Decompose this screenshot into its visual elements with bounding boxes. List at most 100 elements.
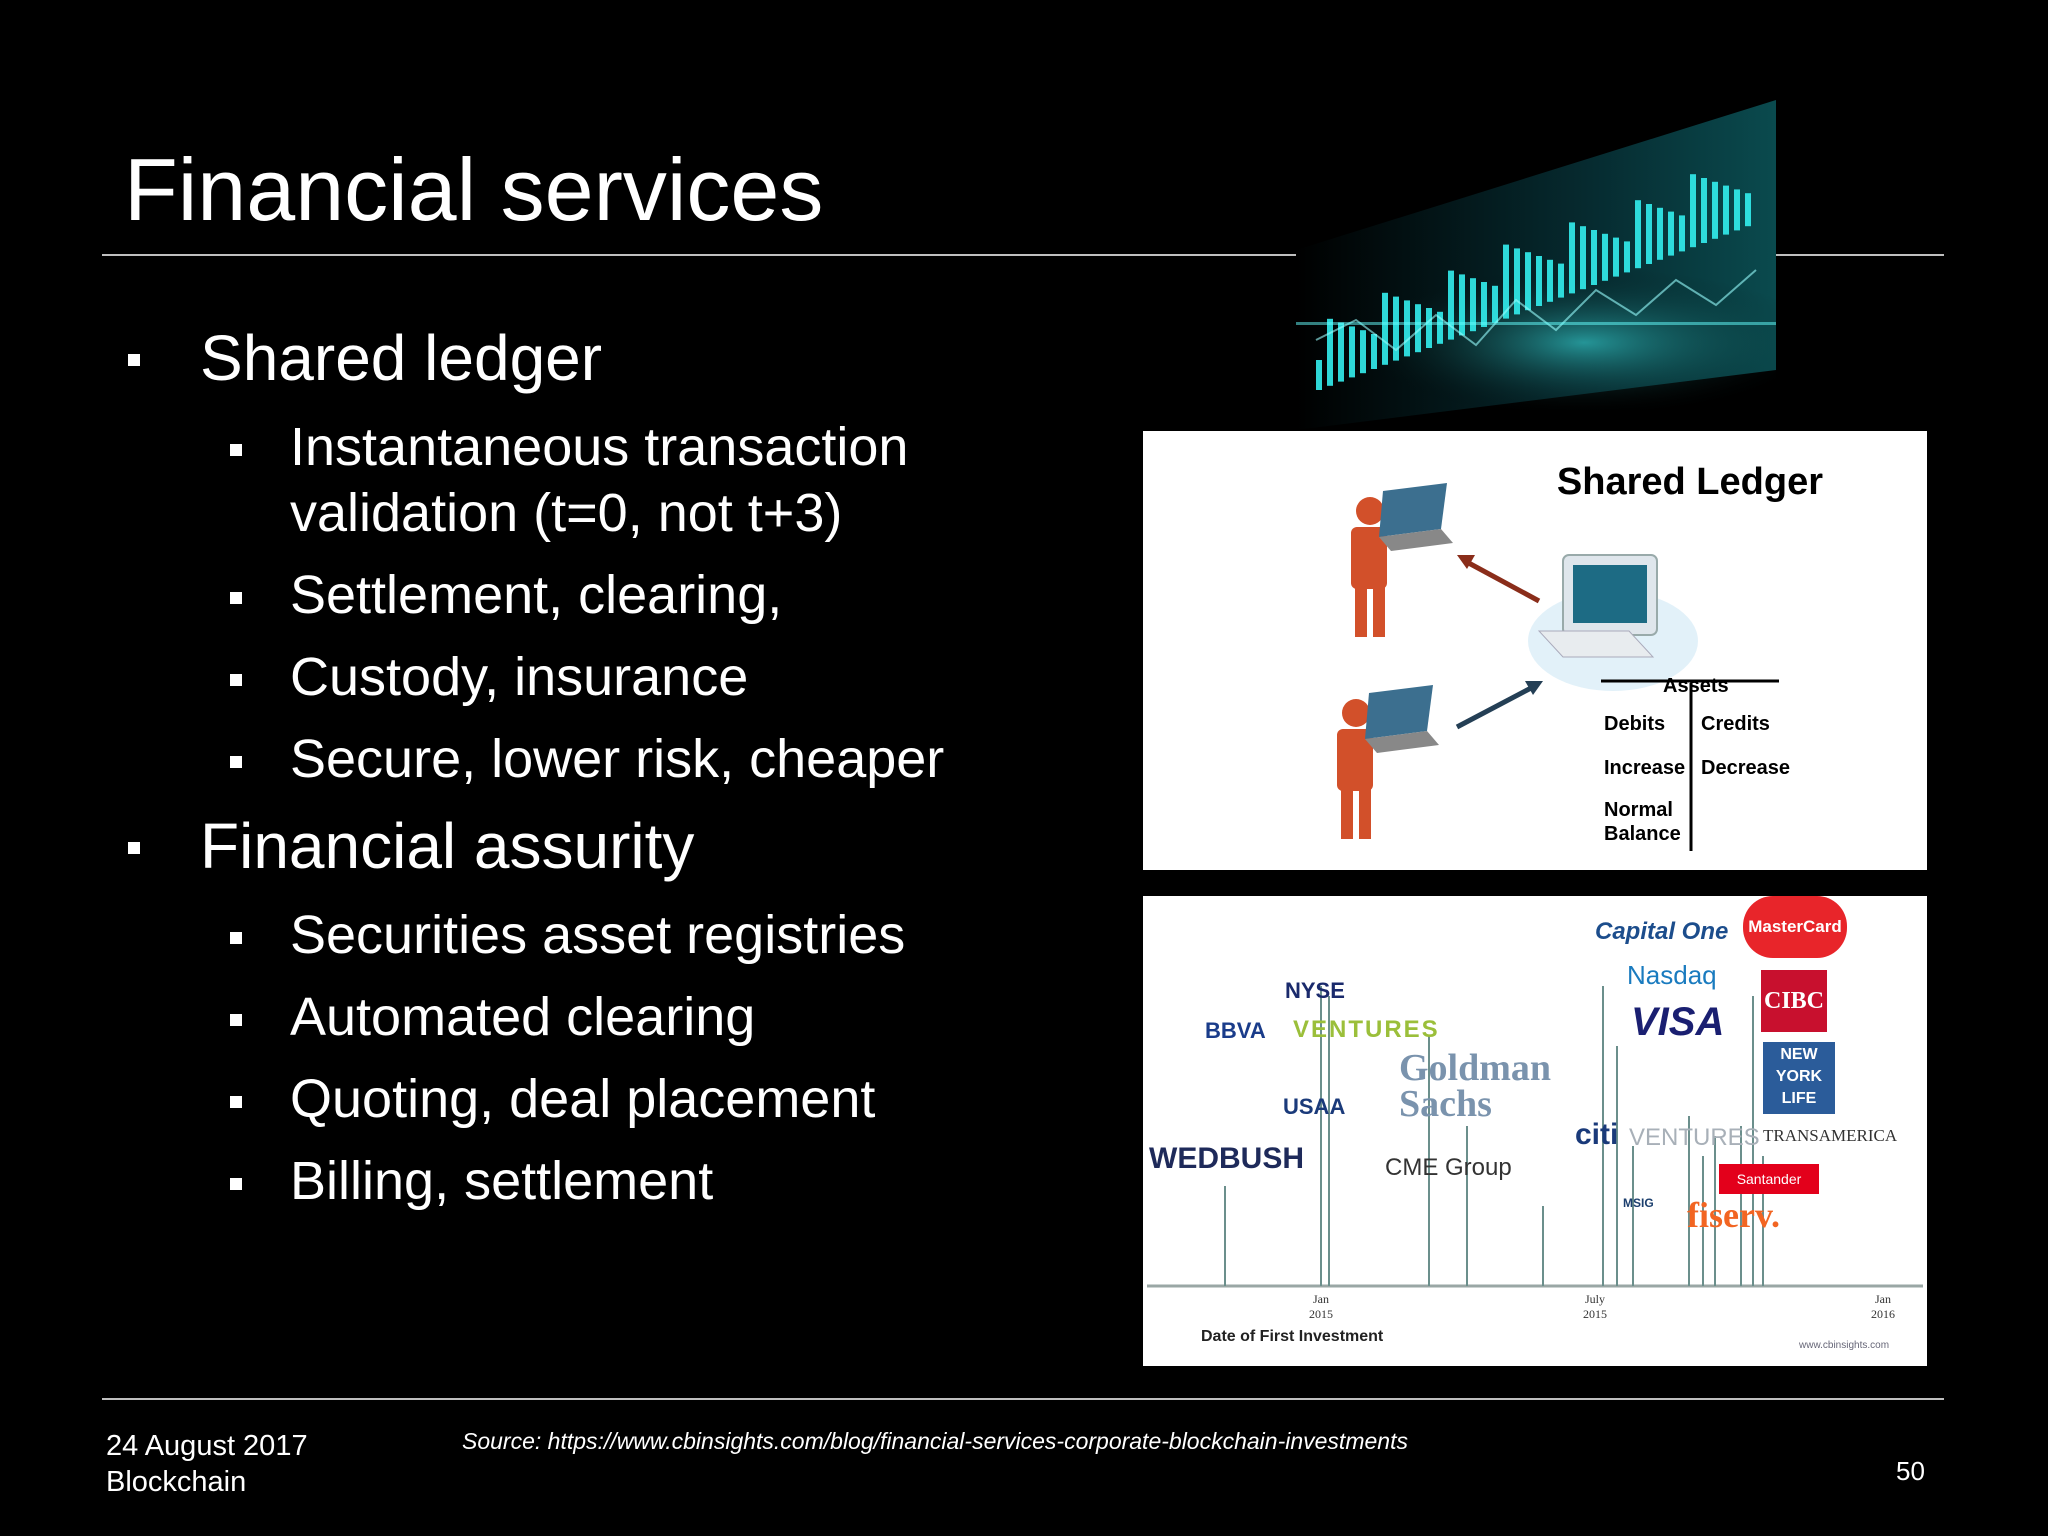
account-decrease: Decrease: [1701, 757, 1790, 779]
account-debits: Debits: [1604, 713, 1666, 735]
nasdaq-logo: Nasdaq: [1627, 960, 1717, 990]
cibc-logo: CIBC: [1761, 970, 1827, 1032]
candle-bar: [1470, 278, 1476, 332]
candle-bar: [1349, 326, 1355, 378]
account-balance: Balance: [1604, 823, 1681, 845]
candle-bar: [1481, 282, 1487, 327]
person-laptop-icon: [1337, 685, 1439, 839]
candle-bar: [1415, 304, 1421, 353]
candle-bar: [1679, 215, 1685, 252]
trend-line: [1315, 269, 1757, 352]
candle-bar: [1514, 248, 1520, 315]
footer-date-topic: 24 August 2017 Blockchain: [106, 1428, 308, 1500]
footer-date: 24 August 2017: [106, 1430, 308, 1462]
account-normal: Normal: [1604, 799, 1673, 821]
account-header: Assets: [1663, 675, 1729, 697]
investor-timeline-figure: NYSE BBVA VENTURES USAA Goldman Sachs WE…: [1143, 896, 1927, 1366]
candle-bar: [1569, 222, 1575, 294]
candle-bar: [1635, 200, 1641, 269]
citi-ventures-logo: VENTURES: [1629, 1124, 1760, 1151]
candle-bar: [1437, 311, 1443, 344]
computer-icon: [1528, 554, 1698, 691]
bbva-logo: BBVA: [1205, 1018, 1266, 1043]
source-citation: Source: https://www.cbinsights.com/blog/…: [462, 1428, 1408, 1454]
sub-bullet: Instantaneous transaction validation (t=…: [124, 414, 930, 546]
nyse-logo: NYSE: [1285, 978, 1345, 1003]
shared-ledger-figure: Shared Ledger: [1143, 431, 1927, 870]
candle-bar: [1723, 185, 1729, 235]
footer-divider: [102, 1398, 1944, 1400]
ventures-logo: VENTURES: [1293, 1016, 1440, 1043]
candle-bar: [1646, 204, 1652, 264]
candle-bar: [1338, 322, 1344, 382]
sub-bullet: Secure, lower risk, cheaper: [124, 726, 1124, 792]
arrow-icon: [1463, 558, 1541, 604]
usaa-logo: USAA: [1283, 1094, 1346, 1119]
wedbush-logo: WEDBUSH: [1149, 1142, 1304, 1175]
arrow-icon: [1455, 684, 1535, 730]
candle-bar: [1580, 226, 1586, 290]
bullet-shared-ledger: Shared ledger: [124, 320, 1124, 396]
sub-bullet: Securities asset registries: [124, 902, 1124, 968]
sub-bullet: Settlement, clearing,: [124, 562, 1124, 628]
candle-bar: [1492, 285, 1498, 323]
candle-bar: [1734, 189, 1740, 231]
candle-bar: [1525, 252, 1531, 311]
bullet-financial-assurity: Financial assurity: [124, 808, 1124, 884]
visa-logo: VISA: [1631, 1000, 1725, 1044]
ledger-illustration: [1337, 483, 1779, 851]
candle-bar: [1536, 256, 1542, 306]
candle-bar: [1393, 296, 1399, 361]
candle-bar: [1591, 230, 1597, 285]
account-increase: Increase: [1604, 757, 1686, 779]
goldman-logo: Goldman: [1399, 1047, 1552, 1089]
citi-logo: citi: [1575, 1118, 1619, 1151]
sub-bullet: Automated clearing: [124, 984, 1124, 1050]
mastercard-logo: MasterCard: [1743, 896, 1847, 958]
candle-bar: [1448, 270, 1454, 340]
axis-label: Date of First Investment: [1201, 1328, 1384, 1345]
candle-bar: [1360, 330, 1366, 374]
page-number: 50: [1896, 1456, 1925, 1486]
candle-bar: [1668, 211, 1674, 256]
sachs-logo: Sachs: [1399, 1083, 1492, 1125]
ledger-figure-title: Shared Ledger: [1556, 461, 1823, 503]
candle-bar: [1745, 193, 1751, 227]
sub-bullet: Custody, insurance: [124, 644, 1124, 710]
candle-bar: [1426, 308, 1432, 348]
slide-title: Financial services: [124, 140, 824, 239]
fiserv-logo: fiserv.: [1687, 1195, 1780, 1235]
candle-bar: [1657, 207, 1663, 260]
candle-bar: [1701, 178, 1707, 243]
credit-text: www.cbinsights.com: [1799, 1340, 1890, 1351]
candle-bar: [1371, 334, 1377, 369]
candle-bar: [1690, 174, 1696, 248]
msig-logo: MSIG: [1623, 1196, 1654, 1210]
candle-bar: [1404, 300, 1410, 357]
timeline-lines: [1147, 986, 1923, 1288]
candle-bar: [1316, 360, 1322, 390]
candle-bar: [1558, 263, 1564, 298]
candle-bar: [1327, 318, 1333, 386]
footer-topic: Blockchain: [106, 1466, 247, 1498]
capital-one-logo: Capital One: [1595, 918, 1729, 945]
candle-bar: [1624, 241, 1630, 273]
account-credits: Credits: [1701, 713, 1770, 735]
title-divider: [102, 254, 1944, 256]
candle-bar: [1459, 274, 1465, 336]
candle-bar: [1382, 292, 1388, 365]
person-laptop-icon: [1351, 483, 1453, 637]
new-york-life-logo: NEW YORK LIFE: [1763, 1042, 1835, 1114]
stock-chart-image: [1296, 100, 1776, 430]
bullet-list: Shared ledger Instantaneous transaction …: [124, 320, 1124, 1230]
candle-bar: [1547, 259, 1553, 302]
candle-bar: [1602, 233, 1608, 281]
santander-logo: Santander: [1719, 1164, 1819, 1194]
sub-bullet: Quoting, deal placement: [124, 1066, 1124, 1132]
sub-bullet: Billing, settlement: [124, 1148, 1124, 1214]
cme-group-logo: CME Group: [1385, 1154, 1512, 1181]
candle-bar: [1503, 244, 1509, 319]
